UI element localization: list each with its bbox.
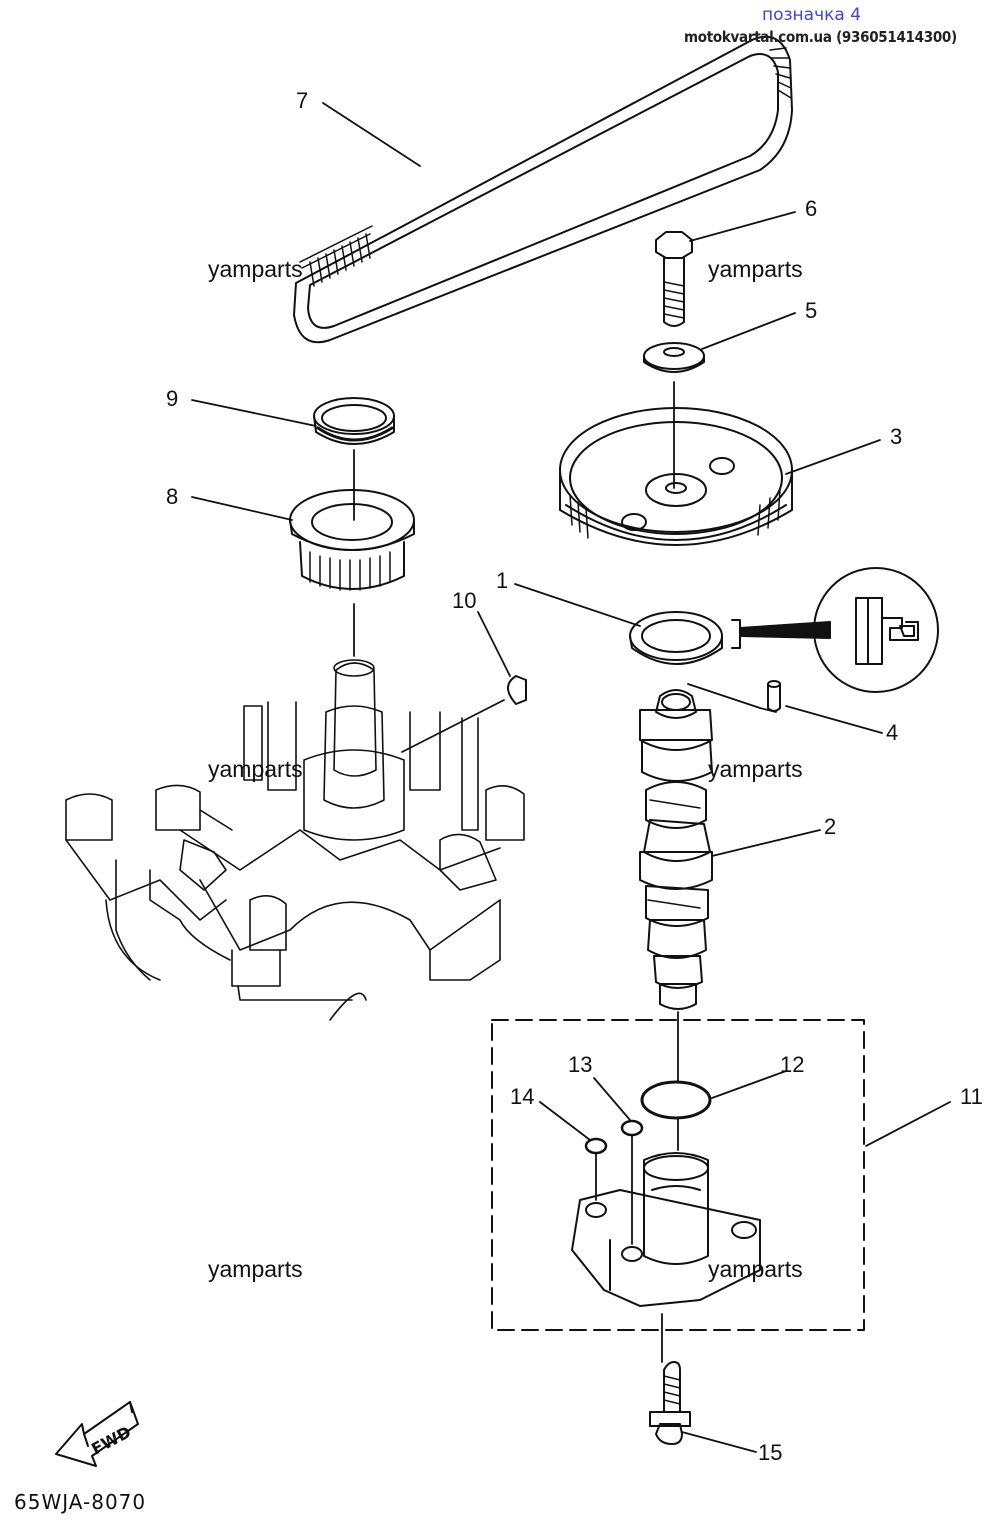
part-callout-13: 13 bbox=[568, 1052, 593, 1077]
watermark: yamparts bbox=[208, 756, 303, 782]
part-callout-1: 1 bbox=[496, 568, 509, 593]
pin-part-4 bbox=[767, 680, 781, 712]
leader-lines bbox=[191, 102, 951, 1453]
part-callout-14: 14 bbox=[510, 1084, 535, 1109]
assembly-axis-lines bbox=[353, 381, 777, 1363]
part-callout-8: 8 bbox=[166, 484, 179, 509]
timing-belt-part-7 bbox=[293, 35, 793, 344]
belt-guide-part-9 bbox=[313, 397, 395, 445]
header-source: motokvartal.com.ua (936051414300) bbox=[684, 28, 957, 46]
watermark: yamparts bbox=[708, 1256, 803, 1282]
part-callout-4: 4 bbox=[886, 720, 899, 745]
fwd-direction-arrow: FWD bbox=[55, 1401, 139, 1467]
seal-detail-inset bbox=[813, 567, 939, 693]
oil-seal-part-1 bbox=[629, 611, 831, 665]
watermark: yamparts bbox=[208, 256, 303, 282]
part-callout-7: 7 bbox=[296, 88, 309, 113]
watermark: yamparts bbox=[708, 256, 803, 282]
fwd-label: FWD bbox=[88, 1422, 134, 1458]
part-callout-12: 12 bbox=[780, 1052, 805, 1077]
oil-pump-assy-part-11 bbox=[491, 1019, 865, 1331]
bolt-part-6 bbox=[655, 231, 693, 327]
woodruff-key-part-10 bbox=[507, 675, 527, 705]
part-callout-2: 2 bbox=[824, 814, 837, 839]
camshaft-part-2 bbox=[639, 689, 713, 1010]
washer-part-5 bbox=[643, 342, 705, 373]
crankcase-structure bbox=[65, 659, 525, 1021]
driven-pulley-part-3 bbox=[559, 407, 793, 546]
part-callout-9: 9 bbox=[166, 386, 179, 411]
watermark: yamparts bbox=[208, 1256, 303, 1282]
watermark: yamparts bbox=[708, 756, 803, 782]
diagram-code: 65WJA-8070 bbox=[14, 1490, 147, 1514]
drive-pulley-part-8 bbox=[289, 489, 415, 591]
part-callout-11: 11 bbox=[960, 1084, 983, 1109]
part-callout-15: 15 bbox=[758, 1440, 783, 1465]
part-callout-5: 5 bbox=[805, 298, 818, 323]
header-title: позначка 4 bbox=[762, 5, 862, 25]
bolt-part-15 bbox=[649, 1361, 691, 1445]
part-callout-10: 10 bbox=[452, 588, 477, 613]
part-callout-3: 3 bbox=[890, 424, 903, 449]
part-callout-6: 6 bbox=[805, 196, 818, 221]
